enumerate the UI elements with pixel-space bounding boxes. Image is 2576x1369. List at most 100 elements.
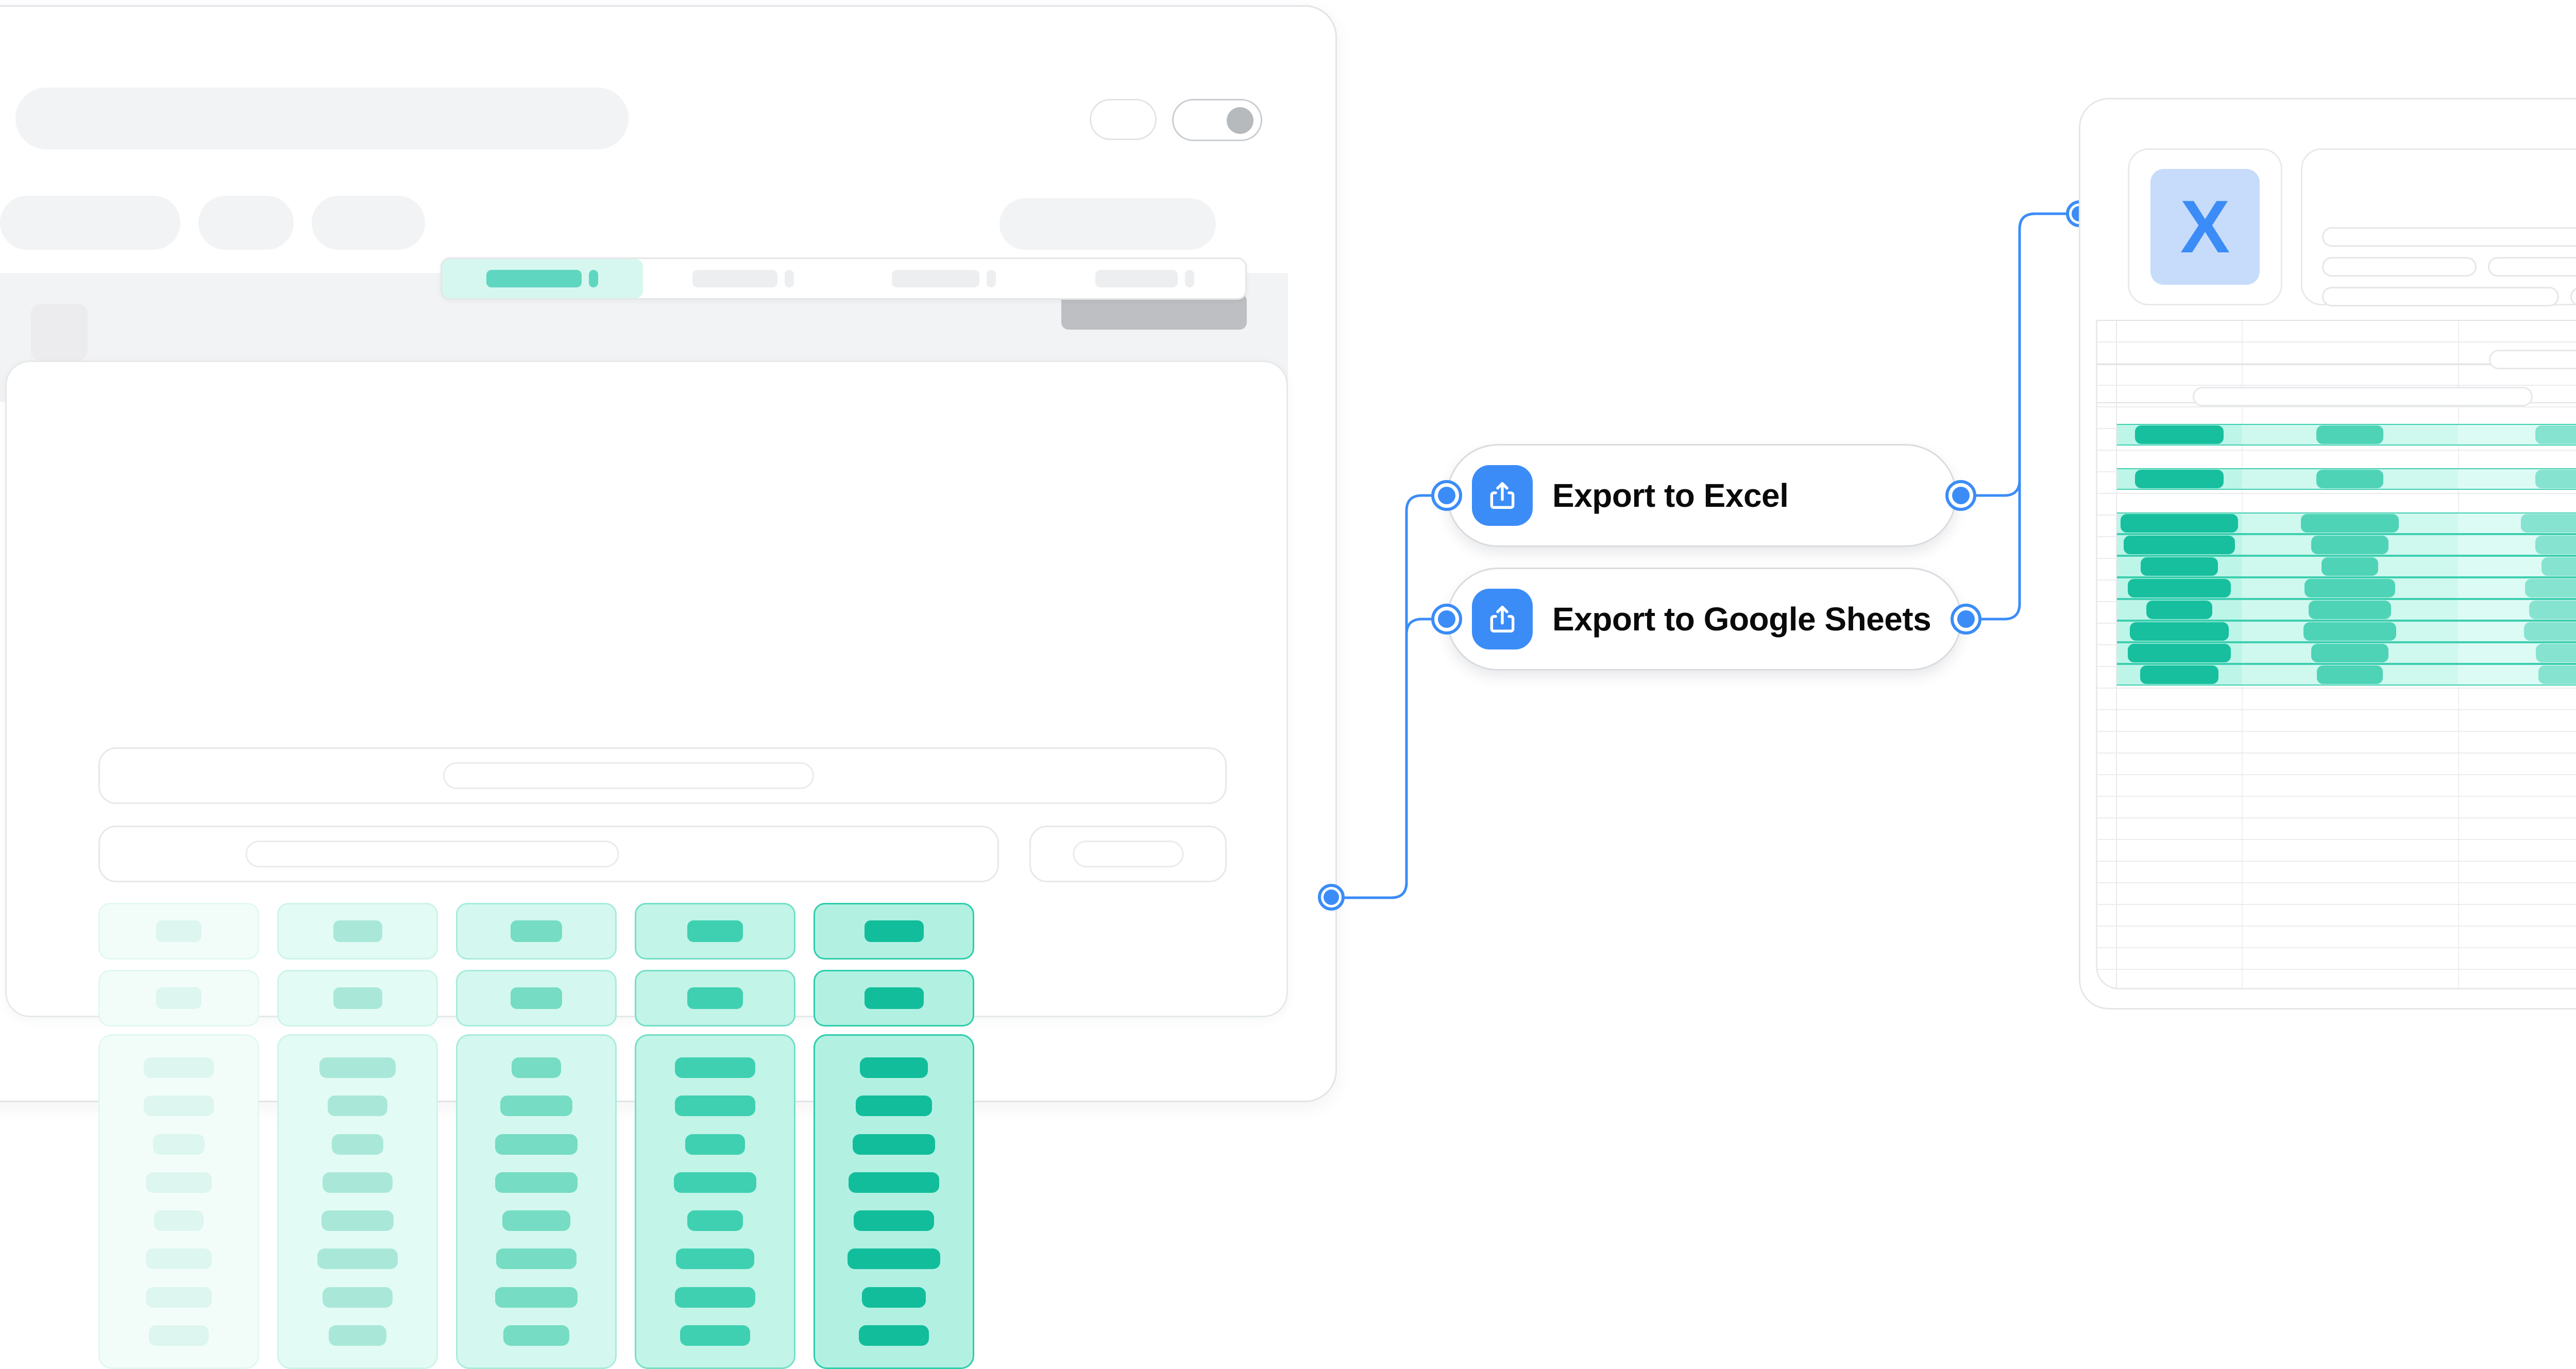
spreadsheet-cell[interactable] [2117,535,2242,555]
spreadsheet-cell[interactable] [2458,578,2576,598]
spreadsheet-cell[interactable] [2242,665,2458,684]
spreadsheet-highlighted-row[interactable] [2117,424,2576,446]
spreadsheet-cell[interactable] [2458,557,2576,576]
spreadsheet-cell[interactable] [2458,622,2576,641]
spreadsheet-cell[interactable] [2242,425,2458,444]
summary-card-r1-c2[interactable] [277,903,438,960]
spreadsheet-cell[interactable] [2242,557,2458,576]
segment-tab-1-bar [486,270,582,287]
export-to-google-sheets-input-port[interactable] [1431,604,1462,635]
spreadsheet-cell[interactable] [2242,622,2458,641]
summary-card-r1-c5[interactable] [814,903,974,960]
segment-tab-2[interactable] [643,259,844,298]
spreadsheet-cell[interactable] [2458,665,2576,684]
summary-card-r2-c4[interactable] [635,970,795,1026]
edge-source-to-sheets [1333,618,1443,899]
spreadsheet-highlighted-row[interactable] [2117,556,2576,577]
data-column-pill [502,1210,570,1231]
spreadsheet-cell[interactable] [2242,469,2458,489]
excel-header-line-row-2 [2322,257,2576,277]
data-column-pill [146,1287,212,1308]
spreadsheet-cell[interactable] [2458,425,2576,444]
source-output-port[interactable] [1318,884,1345,911]
spreadsheet-cell[interactable] [2117,557,2242,576]
export-to-google-sheets-node[interactable]: Export to Google Sheets [1447,568,1962,671]
grid-row-line [2097,817,2576,818]
segmented-tab-bar[interactable] [440,258,1247,300]
spreadsheet-cell[interactable] [2117,622,2242,641]
spreadsheet-cell[interactable] [2117,665,2242,684]
spreadsheet-cell[interactable] [2117,425,2242,444]
segment-tab-1[interactable] [442,259,643,298]
spreadsheet-cell[interactable] [2458,514,2576,533]
data-column-card-5[interactable] [814,1034,974,1369]
nav-tab-1[interactable] [0,196,180,250]
summary-card-r1-c1[interactable] [98,903,259,960]
spreadsheet-highlighted-row[interactable] [2117,599,2576,621]
export-to-excel-output-port[interactable] [1945,480,1976,511]
summary-card-r2-c1[interactable] [98,970,259,1026]
spreadsheet-cell[interactable] [2242,578,2458,598]
data-column-card-4[interactable] [635,1034,795,1369]
data-column-pill [675,1057,755,1078]
data-column-pill [323,1172,393,1193]
summary-card-r1-c4[interactable] [635,903,795,960]
spreadsheet-highlighted-row[interactable] [2117,534,2576,556]
search-input[interactable] [15,88,629,149]
segment-tab-4[interactable] [1044,259,1245,298]
spreadsheet-cell[interactable] [2117,514,2242,533]
data-column-card-3[interactable] [456,1034,617,1369]
data-column-pill [154,1210,204,1231]
export-to-google-sheets-output-port[interactable] [1951,604,1981,635]
summary-card-r2-c2[interactable] [277,970,438,1026]
segment-tab-3-bar [892,270,980,287]
spreadsheet-cell[interactable] [2242,643,2458,663]
nav-tab-3[interactable] [312,196,425,250]
spreadsheet-grid[interactable] [2096,320,2576,989]
summary-card-r2-c3[interactable] [456,970,617,1026]
data-column-pill [495,1172,578,1193]
data-column-pill [321,1210,394,1231]
summary-card-value-chip [511,920,562,942]
spreadsheet-highlighted-row[interactable] [2117,642,2576,664]
data-column-pill [859,1325,929,1346]
data-column-pill [146,1172,212,1193]
grid-row-line [2097,450,2576,451]
data-column-pill [149,1325,209,1346]
spreadsheet-cell[interactable] [2117,600,2242,620]
segment-tab-3[interactable] [844,259,1045,298]
summary-card-r2-c5[interactable] [814,970,974,1026]
spreadsheet-cell[interactable] [2117,578,2242,598]
spreadsheet-highlighted-row[interactable] [2117,577,2576,599]
content-row-2-aside [1029,826,1227,882]
spreadsheet-cell[interactable] [2242,600,2458,620]
summary-card-value-chip [156,987,201,1009]
spreadsheet-cell[interactable] [2117,643,2242,663]
header-toggle-switch[interactable] [1172,99,1262,141]
nav-tab-2[interactable] [198,196,294,250]
spreadsheet-highlighted-row[interactable] [2117,664,2576,686]
data-column-pill [144,1096,214,1117]
spreadsheet-cell[interactable] [2242,514,2458,533]
summary-card-r1-c3[interactable] [456,903,617,960]
spreadsheet-cell[interactable] [2458,600,2576,620]
data-column-card-1[interactable] [98,1034,259,1369]
spreadsheet-cell[interactable] [2458,469,2576,489]
spreadsheet-cell[interactable] [2458,535,2576,555]
spreadsheet-highlighted-row[interactable] [2117,468,2576,490]
header-pill-button[interactable] [1090,99,1157,140]
segment-tab-2-dot [785,270,794,287]
spreadsheet-cell[interactable] [2458,643,2576,663]
spreadsheet-cell[interactable] [2242,535,2458,555]
spreadsheet-highlighted-row[interactable] [2117,621,2576,642]
export-to-excel-node[interactable]: Export to Excel [1447,444,1957,547]
spreadsheet-cell[interactable] [2117,469,2242,489]
data-column-card-2[interactable] [277,1034,438,1369]
summary-card-row-1 [98,903,974,960]
data-column-pill [676,1248,754,1270]
export-to-excel-input-port[interactable] [1431,480,1462,511]
excel-logo-frame: X [2128,148,2282,305]
nav-action-button[interactable] [999,198,1216,250]
spreadsheet-cell-value [2124,536,2235,554]
spreadsheet-highlighted-row[interactable] [2117,512,2576,534]
